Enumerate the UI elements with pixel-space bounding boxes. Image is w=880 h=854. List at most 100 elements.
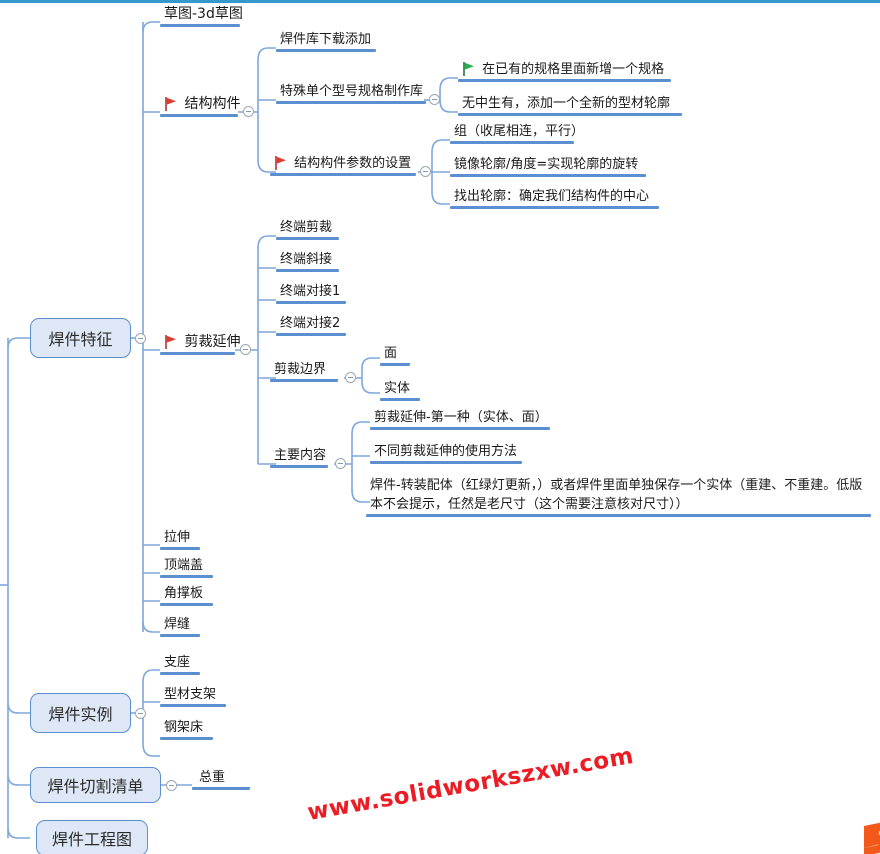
red-flag-icon [164,334,177,349]
brand-logo-icon [857,821,880,854]
collapse-toggle-canshu-shezhi[interactable] [420,166,431,177]
node-underline [458,78,671,82]
collapse-toggle-jiancai-yanshen[interactable] [240,344,251,355]
node-zhizuo[interactable]: 支座 [160,655,200,675]
node-jiancai-yanshen-diyizhong[interactable]: 剪裁延伸-第一种（实体、面） [370,410,550,430]
node-underline [160,602,213,606]
node-underline [276,236,339,240]
node-underline [450,140,574,144]
node-hanfeng[interactable]: 焊缝 [160,617,200,637]
node-underline [270,172,416,176]
node-zhongduan-xiejie[interactable]: 终端斜接 [276,252,339,272]
collapse-toggle-hanjian-shili[interactable] [135,708,146,719]
node-zhongduan-duijie-2[interactable]: 终端对接2 [276,316,346,336]
red-flag-icon [274,156,287,170]
node-jiancai-bianjie[interactable]: 剪裁边界 [270,362,338,382]
node-underline [276,100,426,104]
red-flag-icon [164,96,177,111]
node-underline [160,671,200,675]
node-butong-jiancai-fangfa[interactable]: 不同剪裁延伸的使用方法 [370,444,522,464]
node-underline [270,378,338,382]
node-underline [160,633,200,637]
node-label: 支座 [164,655,191,670]
collapse-toggle-teshu-xinghao[interactable] [429,94,440,105]
node-dingduangai[interactable]: 顶端盖 [160,558,213,578]
node-label: 主要内容 [274,448,327,463]
node-label: 特殊单个型号规格制作库 [280,84,424,99]
node-underline [450,173,646,177]
collapse-toggle-zhuyao-neirong[interactable] [335,458,346,469]
node-underline [276,300,346,304]
node-teshu-xinghao-guige[interactable]: 特殊单个型号规格制作库 [276,84,426,104]
top-accent-bar [0,0,880,3]
collapse-toggle-jiancai-bianjie[interactable] [345,372,356,383]
node-label: 面 [384,346,398,361]
watermark: www.solidworkszxw.com [305,742,636,826]
node-underline [160,23,240,27]
node-label: 在已有的规格里面新增一个规格 [482,62,665,77]
node-zongzhong[interactable]: 总重 [192,770,250,790]
node-xingcai-zhijia[interactable]: 型材支架 [160,687,226,707]
node-zhongduan-duijie-1[interactable]: 终端对接1 [276,284,346,304]
node-underline [458,112,682,116]
node-label: 剪裁延伸-第一种（实体、面） [374,410,548,425]
collapse-toggle-hanjian-tezheng[interactable] [135,333,146,344]
node-jiegou-goujian[interactable]: 结构构件 [160,96,241,117]
node-label: 焊件切割清单 [47,777,144,796]
node-hanjian-zhuanzhuang-peiti[interactable]: 焊件-转装配体（红绿灯更新，）或者焊件里面单独保存一个实体（重建、不重建。低版本… [366,476,871,517]
node-label: 剪裁延伸 [184,334,241,350]
node-underline [160,703,226,707]
node-shiti[interactable]: 实体 [380,381,420,401]
node-label: 焊件-转装配体（红绿灯更新，）或者焊件里面单独保存一个实体（重建、不重建。低版本… [370,478,863,512]
node-gangjiachuang[interactable]: 钢架床 [160,720,213,740]
node-underline [276,48,376,52]
green-flag-icon [462,62,475,76]
node-zu-shouwei-xianglian[interactable]: 组（收尾相连，平行） [450,124,584,144]
node-underline [192,786,250,790]
node-lashen[interactable]: 拉伸 [160,530,200,550]
node-label: 结构构件 [184,96,241,112]
node-label: 焊件特征 [48,330,113,349]
node-jiegou-goujian-canshu[interactable]: 结构构件参数的设置 [270,156,416,176]
node-label: 终端对接2 [280,316,341,331]
node-hanjian-gongchengtu[interactable]: 焊件工程图 [36,820,148,854]
node-caotu-3d[interactable]: 草图-3d草图 [160,6,243,27]
node-underline [160,546,200,550]
node-label: 不同剪裁延伸的使用方法 [374,444,518,459]
node-label: 拉伸 [164,530,191,545]
node-underline [270,464,328,468]
node-wuzhongshengyou-lunkuo[interactable]: 无中生有，添加一个全新的型材轮廓 [458,96,682,116]
node-label: 角撑板 [164,586,204,601]
node-label: 终端剪裁 [280,220,333,235]
node-label: 终端斜接 [280,252,333,267]
node-underline [450,205,659,209]
node-hanjian-qiege-qingdan[interactable]: 焊件切割清单 [30,767,161,803]
node-zhongduan-jiancai[interactable]: 终端剪裁 [276,220,339,240]
node-hanjian-tezheng[interactable]: 焊件特征 [30,318,131,358]
node-zaiyiyou-guige-xinzeng[interactable]: 在已有的规格里面新增一个规格 [458,62,671,82]
node-label: 组（收尾相连，平行） [454,124,585,139]
node-label: 镜像轮廓/角度=实现轮廓的旋转 [454,157,639,172]
node-jiancai-yanshen[interactable]: 剪裁延伸 [160,334,240,355]
node-label: 焊件库下载添加 [280,32,372,47]
node-underline [160,113,238,117]
collapse-toggle-qiege-qingdan[interactable] [166,780,177,791]
node-underline [380,362,410,366]
node-underline [160,736,213,740]
node-underline [380,397,420,401]
collapse-toggle-jiegou-goujian[interactable] [243,106,254,117]
node-hanjian-shili[interactable]: 焊件实例 [30,693,131,733]
node-label: 找出轮廓：确定我们结构件的中心 [454,189,650,204]
node-label: 总重 [199,770,226,785]
node-label: 剪裁边界 [274,362,327,377]
node-underline [370,460,522,464]
node-label: 结构构件参数的设置 [294,156,412,171]
node-zhaochu-lunkuo-zhongxin[interactable]: 找出轮廓：确定我们结构件的中心 [450,189,659,209]
node-jiaochengban[interactable]: 角撑板 [160,586,213,606]
node-hanjianku-xiazai[interactable]: 焊件库下载添加 [276,32,376,52]
node-zhuyao-neirong[interactable]: 主要内容 [270,448,328,468]
node-jingxiang-lunkuo-jiaodu[interactable]: 镜像轮廓/角度=实现轮廓的旋转 [450,157,646,177]
node-mian[interactable]: 面 [380,346,410,366]
node-underline [160,574,213,578]
